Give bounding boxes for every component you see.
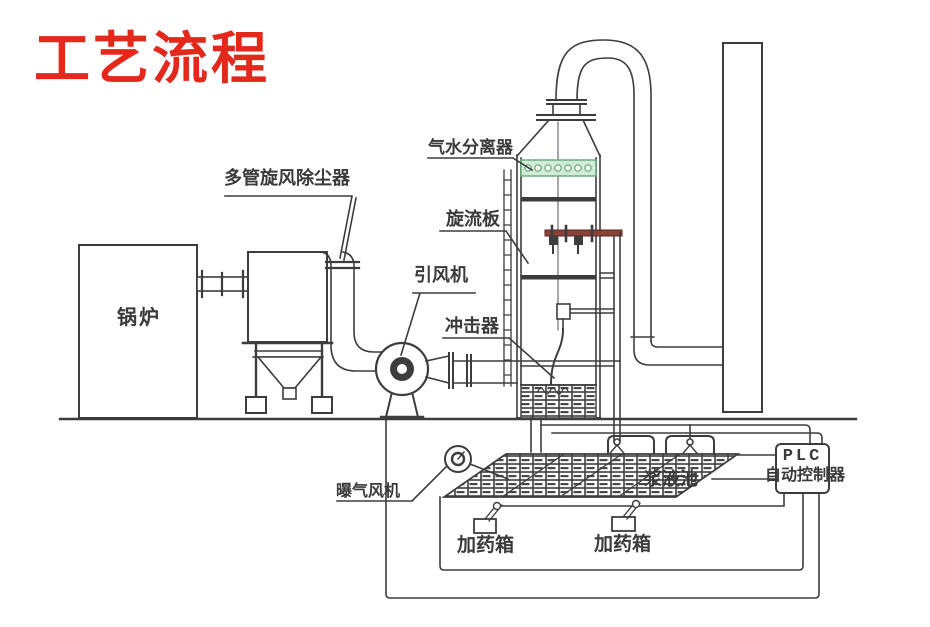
fan-to-tower-duct <box>452 360 621 384</box>
duster-to-fan-pipe <box>321 251 403 372</box>
label-impactor: 冲击器 <box>445 316 499 336</box>
label-induced-draft-fan: 引风机 <box>414 265 468 285</box>
label-aeration-fan: 曝气风机 <box>336 483 401 500</box>
label-boiler: 锅炉 <box>117 307 161 329</box>
label-dosing-box-1: 加药箱 <box>457 535 515 556</box>
tower-outlet-elbow-duct <box>555 39 724 366</box>
spray-header <box>544 224 623 254</box>
cyclone-duster <box>241 251 334 414</box>
induced-draft-fan <box>374 341 472 419</box>
impactor-tube <box>549 327 565 386</box>
label-slurry-pool: 浆液池 <box>644 469 698 489</box>
plc-label-line2: 自动控制器 <box>764 467 845 484</box>
slurry-pool-grid <box>441 453 741 498</box>
plc-controller-box <box>775 443 830 494</box>
page-title: 工艺流程 <box>34 27 270 90</box>
label-cyclone-duster: 多管旋风除尘器 <box>224 168 350 188</box>
dosing-boxes <box>473 499 641 534</box>
chimney <box>722 42 763 413</box>
tower-sump <box>520 384 597 453</box>
gas-water-separator-band <box>520 159 597 177</box>
aeration-fan <box>444 445 510 481</box>
swirl-plates <box>521 197 615 280</box>
plc-label-line1: PLC <box>782 447 823 466</box>
boiler-to-duster-duct <box>196 269 249 299</box>
boiler-box <box>78 244 198 419</box>
label-dosing-box-2: 加药箱 <box>594 534 652 555</box>
label-swirl-plate: 旋流板 <box>446 209 500 229</box>
label-leaders <box>224 156 556 503</box>
control-lines <box>385 419 823 599</box>
label-gas-water-separator: 气水分离器 <box>428 138 513 157</box>
slurry-riser-pipe <box>556 232 621 442</box>
